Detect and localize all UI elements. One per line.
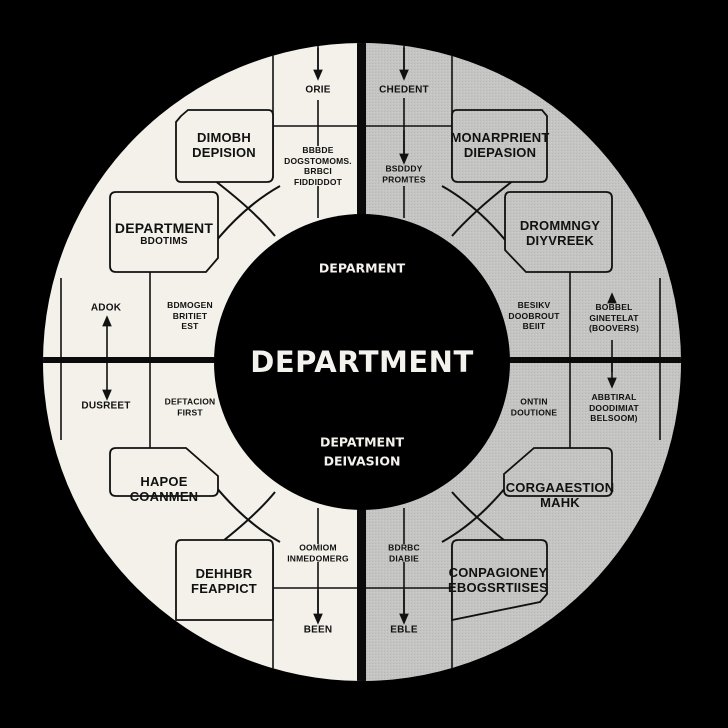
- left-boxes: [109, 109, 274, 621]
- left-upper-box-label: DEPARTMENT BDOTIMS: [114, 220, 214, 248]
- left-lower-box: [109, 447, 219, 497]
- right-top-box-label: MONARPRIENT DIEPASION: [450, 130, 550, 160]
- left-bottom-box: [175, 539, 274, 621]
- right-mid-lower-inner-cell: ONTIN DOUTIONE: [510, 396, 558, 417]
- right-top-box: [451, 109, 548, 183]
- center-title: DEPARTMENT: [250, 345, 474, 379]
- flow-arrows: [102, 48, 617, 625]
- left-upper-box: [109, 191, 219, 273]
- center-top-label: DEPARMENT: [318, 260, 406, 276]
- right-bottom-box-label: CONPAGIONEY EBOGSRTIISES: [448, 565, 548, 595]
- right-bottom-outer-cell: EBLE: [390, 624, 418, 636]
- right-lower-box: [503, 447, 613, 497]
- left-top-box: [175, 109, 274, 183]
- left-top-inner-cell: BBBDE DOGSTOMOMS. BRBCI FIDDIDDOT: [284, 144, 352, 187]
- right-bottom-inner-cell: BDRBC DIABIE: [388, 542, 420, 563]
- right-upper-box: [504, 191, 613, 273]
- right-mid-upper-outer-cell: BOBBEL GINETELAT (BOOVERS): [589, 302, 639, 334]
- left-bottom-inner-cell: OOMIOM INMEDOMERG: [287, 542, 349, 563]
- right-upper-box-label: DROMMNGY DIYVREEK: [519, 218, 601, 248]
- center-disc: [214, 214, 510, 510]
- right-mid-lower-outer-cell: ABBTIRAL DOODIMIAT BELSOOM): [589, 392, 639, 424]
- left-top-box-label: DIMOBH DEPISION: [192, 130, 256, 160]
- left-mid-lower-outer-cell: DUSREET: [81, 400, 131, 412]
- left-top-outer-cell: ORIE: [305, 84, 331, 96]
- right-bottom-box: [451, 539, 548, 622]
- right-lower-box-label: CORGAAESTION MAHK: [505, 480, 615, 510]
- left-bottom-outer-cell: BEEN: [303, 624, 333, 636]
- right-top-outer-cell: CHEDENT: [379, 84, 429, 96]
- left-mid-upper-outer-cell: ADOK: [90, 302, 122, 314]
- right-top-inner-cell: BSDDDY PROMTES: [382, 163, 426, 184]
- center-bottom-label: DEPATMENT DEIVASION: [319, 434, 405, 468]
- left-bottom-box-label: DEHHBR FEAPPICT: [191, 566, 257, 596]
- right-boxes: [451, 109, 613, 622]
- right-mid-upper-inner-cell: BESIKV DOOBROUT BEIIT: [508, 300, 560, 332]
- left-lower-box-label: HAPOE COANMEN: [129, 474, 199, 504]
- left-mid-upper-inner-cell: BDMOGEN BRITIET EST: [167, 300, 213, 332]
- left-mid-lower-inner-cell: DEFTACION FIRST: [164, 396, 216, 417]
